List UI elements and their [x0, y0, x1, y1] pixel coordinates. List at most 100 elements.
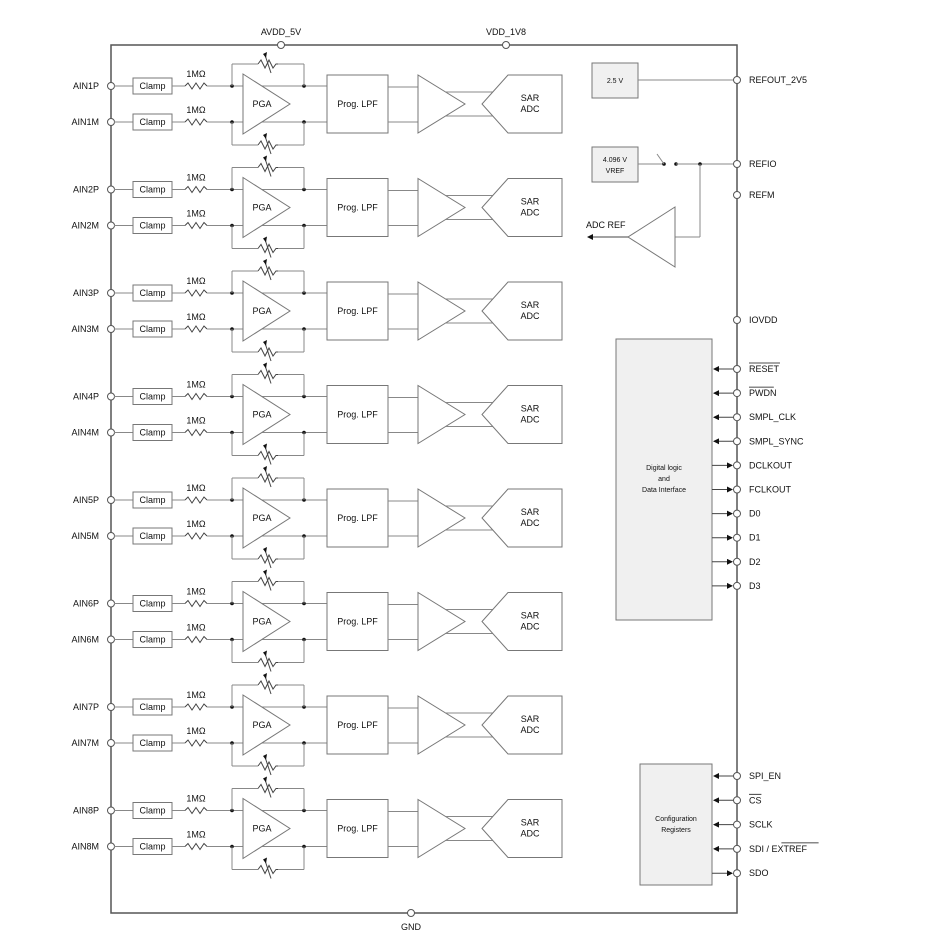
input-label: AIN1M: [71, 117, 99, 127]
feedback-pot-bottom: [257, 450, 278, 461]
clamp-label: Clamp: [139, 531, 165, 541]
clamp-label: Clamp: [139, 702, 165, 712]
config-registers-block: [639, 763, 713, 886]
refio-label: REFIO: [749, 159, 777, 169]
input-label: AIN6P: [73, 599, 99, 609]
refm-label: REFM: [749, 190, 775, 200]
input-pin-ain8p: [107, 806, 115, 815]
ref-buffer: [627, 206, 676, 268]
adc-driver: [417, 591, 466, 652]
adc-label-1: SAR: [521, 507, 540, 517]
avdd-pin: [277, 41, 285, 49]
pin-label: D2: [749, 557, 761, 567]
sar-adc-block: [481, 695, 563, 755]
pga-amplifier: [242, 73, 291, 135]
pga-label: PGA: [252, 410, 271, 420]
feedback-pot-bottom: [257, 243, 278, 254]
pin-dclkout: DCLKOUT: [712, 460, 793, 470]
config-section: Configuration Registers SPI_ENCSSCLKSDI …: [639, 763, 819, 886]
resistor-label: 1MΩ: [186, 69, 206, 79]
chip-outline: [110, 44, 738, 914]
clamp-label: Clamp: [139, 117, 165, 127]
feedback-pot-top: [257, 472, 278, 484]
feedback-pot-top: [257, 576, 278, 587]
pga-amplifier: [242, 797, 291, 860]
clamp-label: Clamp: [139, 81, 165, 91]
feedback-pot-bottom: [257, 657, 278, 668]
resistor-label: 1MΩ: [186, 483, 206, 493]
resistor-1mohm: [184, 185, 208, 194]
resistor-label: 1MΩ: [186, 690, 206, 700]
pin-label: RESET: [749, 364, 780, 374]
pin-sclk: SCLK: [713, 820, 773, 830]
pin-smpl-sync: SMPL_SYNC: [713, 436, 804, 446]
resistor-1mohm: [184, 392, 208, 401]
lpf-label: Prog. LPF: [337, 306, 378, 316]
feedback-pot-bottom: [257, 760, 278, 772]
input-pin-ain6p: [107, 599, 115, 608]
pin-label: SMPL_CLK: [749, 412, 796, 422]
vdd-pin: [502, 41, 510, 49]
resistor-1mohm: [184, 82, 208, 90]
adc-driver: [417, 488, 466, 548]
input-label: AIN4P: [73, 392, 99, 402]
pin-label: D3: [749, 581, 761, 591]
vref-4096-block: [591, 146, 639, 183]
gnd-label: GND: [401, 922, 422, 932]
digital-line1: Digital logic: [646, 465, 682, 472]
input-label: AIN2P: [73, 185, 99, 195]
pga-amplifier: [242, 176, 291, 239]
adc-label-1: SAR: [521, 404, 540, 414]
lpf-block: [326, 385, 389, 444]
pin-d1: D1: [712, 533, 761, 543]
sar-adc-block: [481, 281, 563, 341]
adc-label-1: SAR: [521, 611, 540, 621]
gnd-pin: [407, 909, 415, 917]
clamp-label: Clamp: [139, 738, 165, 748]
sar-adc-block: [481, 592, 563, 651]
clamp-label: Clamp: [139, 221, 165, 231]
input-pin-ain5m: [107, 532, 115, 540]
digital-section: Digital logic and Data Interface RESETPW…: [615, 338, 804, 621]
resistor-1mohm: [184, 703, 208, 711]
resistor-1mohm: [184, 806, 208, 815]
input-pin-ain8m: [107, 842, 115, 851]
lpf-label: Prog. LPF: [337, 824, 378, 834]
feedback-pot-top: [257, 58, 278, 70]
input-pin-ain5p: [107, 496, 115, 504]
clamp-label: Clamp: [139, 806, 165, 816]
input-label: AIN8M: [71, 842, 99, 852]
lpf-block: [326, 488, 389, 548]
clamp-label: Clamp: [139, 392, 165, 402]
adc-label-2: ADC: [520, 622, 540, 632]
pin-reset: RESET: [713, 362, 780, 374]
pga-amplifier: [242, 487, 291, 549]
adc-label-2: ADC: [520, 104, 540, 114]
resistor-label: 1MΩ: [186, 276, 206, 286]
resistor-label: 1MΩ: [186, 380, 206, 390]
refm-pin: [733, 191, 741, 199]
pin-d0: D0: [712, 509, 761, 519]
vref-box-line2: VREF: [606, 168, 625, 175]
resistor-label: 1MΩ: [186, 105, 206, 115]
input-label: AIN2M: [71, 221, 99, 231]
input-pin-ain7p: [107, 703, 115, 711]
pin-smpl-clk: SMPL_CLK: [713, 412, 796, 422]
input-label: AIN8P: [73, 806, 99, 816]
resistor-label: 1MΩ: [186, 312, 206, 322]
resistor-label: 1MΩ: [186, 587, 206, 597]
reference-section: 2.5 V REFOUT_2V5 4.096 V VREF REFIO REFM…: [586, 62, 807, 325]
input-label: AIN7M: [71, 738, 99, 748]
resistor-1mohm: [184, 428, 208, 437]
adc-label-2: ADC: [520, 829, 540, 839]
input-label: AIN7P: [73, 702, 99, 712]
adc-label-1: SAR: [521, 197, 540, 207]
clamp-label: Clamp: [139, 495, 165, 505]
resistor-label: 1MΩ: [186, 173, 206, 183]
input-label: AIN6M: [71, 635, 99, 645]
